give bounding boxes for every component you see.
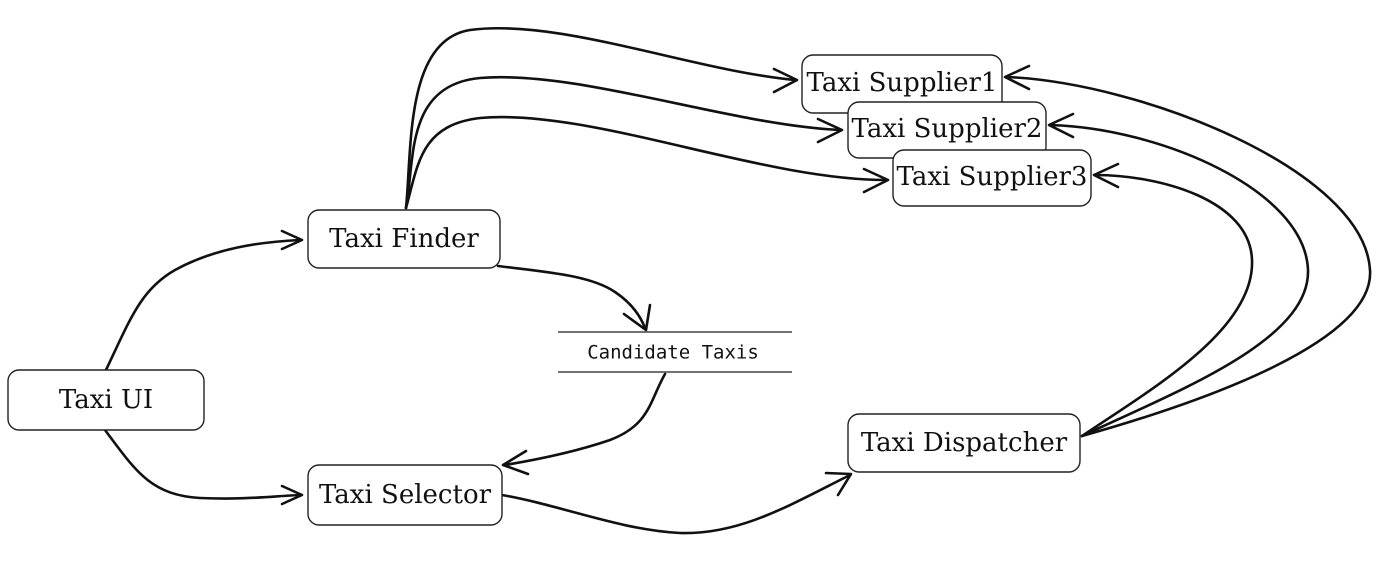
edges	[103, 26, 1372, 535]
candidate-taxis-label: Candidate Taxis	[587, 342, 759, 364]
edge-ui-to-finder	[103, 238, 302, 374]
edge-finder-to-supplier1	[404, 26, 797, 210]
taxi-selector-label: Taxi Selector	[319, 480, 492, 510]
edge-selector-to-dispatcher	[500, 473, 852, 535]
taxi-supplier2-label: Taxi Supplier2	[852, 114, 1043, 144]
edge-ui-to-selector	[103, 428, 302, 500]
arrowhead-supplier1-from-dispatcher	[1003, 64, 1031, 91]
arrowhead-candidate-taxis-in	[622, 303, 652, 332]
node-taxi-supplier2: Taxi Supplier2	[847, 101, 1047, 159]
edge-dispatcher-to-supplier3	[1080, 173, 1254, 438]
node-taxi-supplier3: Taxi Supplier3	[892, 149, 1092, 207]
arrowhead-supplier2-from-finder	[816, 117, 844, 144]
arrowhead-supplier3-from-finder	[862, 167, 890, 194]
taxi-supplier3-label: Taxi Supplier3	[897, 162, 1088, 192]
arrowhead-finder-in	[280, 229, 304, 251]
edge-finder-to-supplier2	[404, 75, 842, 210]
taxi-supplier1-label: Taxi Supplier1	[807, 68, 998, 98]
node-taxi-dispatcher: Taxi Dispatcher	[847, 413, 1081, 473]
node-taxi-ui: Taxi UI	[7, 369, 205, 431]
edge-finder-to-candidate-taxis	[496, 264, 647, 330]
node-taxi-supplier1: Taxi Supplier1	[801, 54, 1003, 114]
taxi-finder-label: Taxi Finder	[329, 224, 479, 254]
arrowhead-supplier3-from-dispatcher	[1092, 162, 1120, 189]
edge-finder-to-supplier3	[404, 115, 888, 210]
node-taxi-selector: Taxi Selector	[307, 464, 503, 526]
arrowhead-supplier2-from-dispatcher	[1047, 112, 1075, 139]
arrowhead-selector-from-store	[501, 449, 530, 476]
edge-candidate-taxis-to-selector	[503, 372, 667, 467]
taxi-ui-label: Taxi UI	[59, 385, 153, 415]
edge-dispatcher-to-supplier2	[1048, 123, 1310, 438]
arrowhead-dispatcher-in	[824, 471, 853, 497]
node-taxi-finder: Taxi Finder	[307, 209, 501, 269]
taxi-dispatcher-label: Taxi Dispatcher	[861, 428, 1068, 458]
arrowhead-selector-in	[280, 484, 304, 506]
arrowhead-supplier1-from-finder	[772, 67, 799, 94]
edge-dispatcher-to-supplier1	[1004, 75, 1372, 438]
data-store-candidate-taxis: Candidate Taxis	[558, 331, 792, 373]
